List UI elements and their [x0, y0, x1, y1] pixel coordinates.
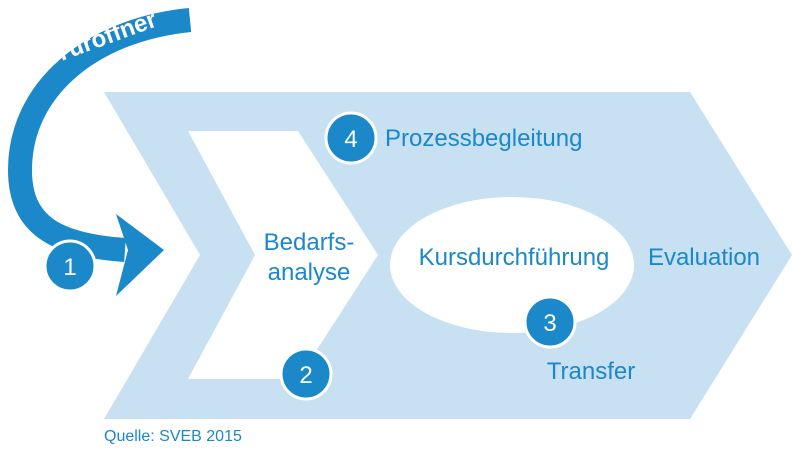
step-number-1: 1 — [63, 254, 76, 281]
transfer-label: Transfer — [547, 358, 635, 385]
step-number-3: 3 — [543, 310, 556, 337]
door-opener-label: Türöffner — [51, 6, 160, 68]
step-marker-4: 4 — [324, 111, 378, 165]
needs-analysis-label-line2: analyse — [268, 259, 351, 286]
door-opener-arrow — [7, 8, 192, 262]
step-marker-2: 2 — [279, 347, 333, 401]
step-number-2: 2 — [299, 362, 312, 389]
needs-analysis-chevron — [188, 131, 378, 379]
source-caption: Quelle: SVEB 2015 — [104, 428, 242, 445]
step-marker-3: 3 — [523, 295, 577, 349]
step-number-4: 4 — [344, 126, 357, 153]
step-marker-1: 1 — [43, 239, 97, 293]
arrow-head-icon — [116, 214, 164, 296]
process-support-label: Prozessbegleitung — [385, 125, 582, 152]
needs-analysis-label-line1: Bedarfs- — [264, 229, 355, 256]
evaluation-label: Evaluation — [648, 244, 760, 271]
course-delivery-label: Kursdurchführung — [419, 244, 610, 271]
course-delivery-ellipse — [390, 197, 634, 333]
